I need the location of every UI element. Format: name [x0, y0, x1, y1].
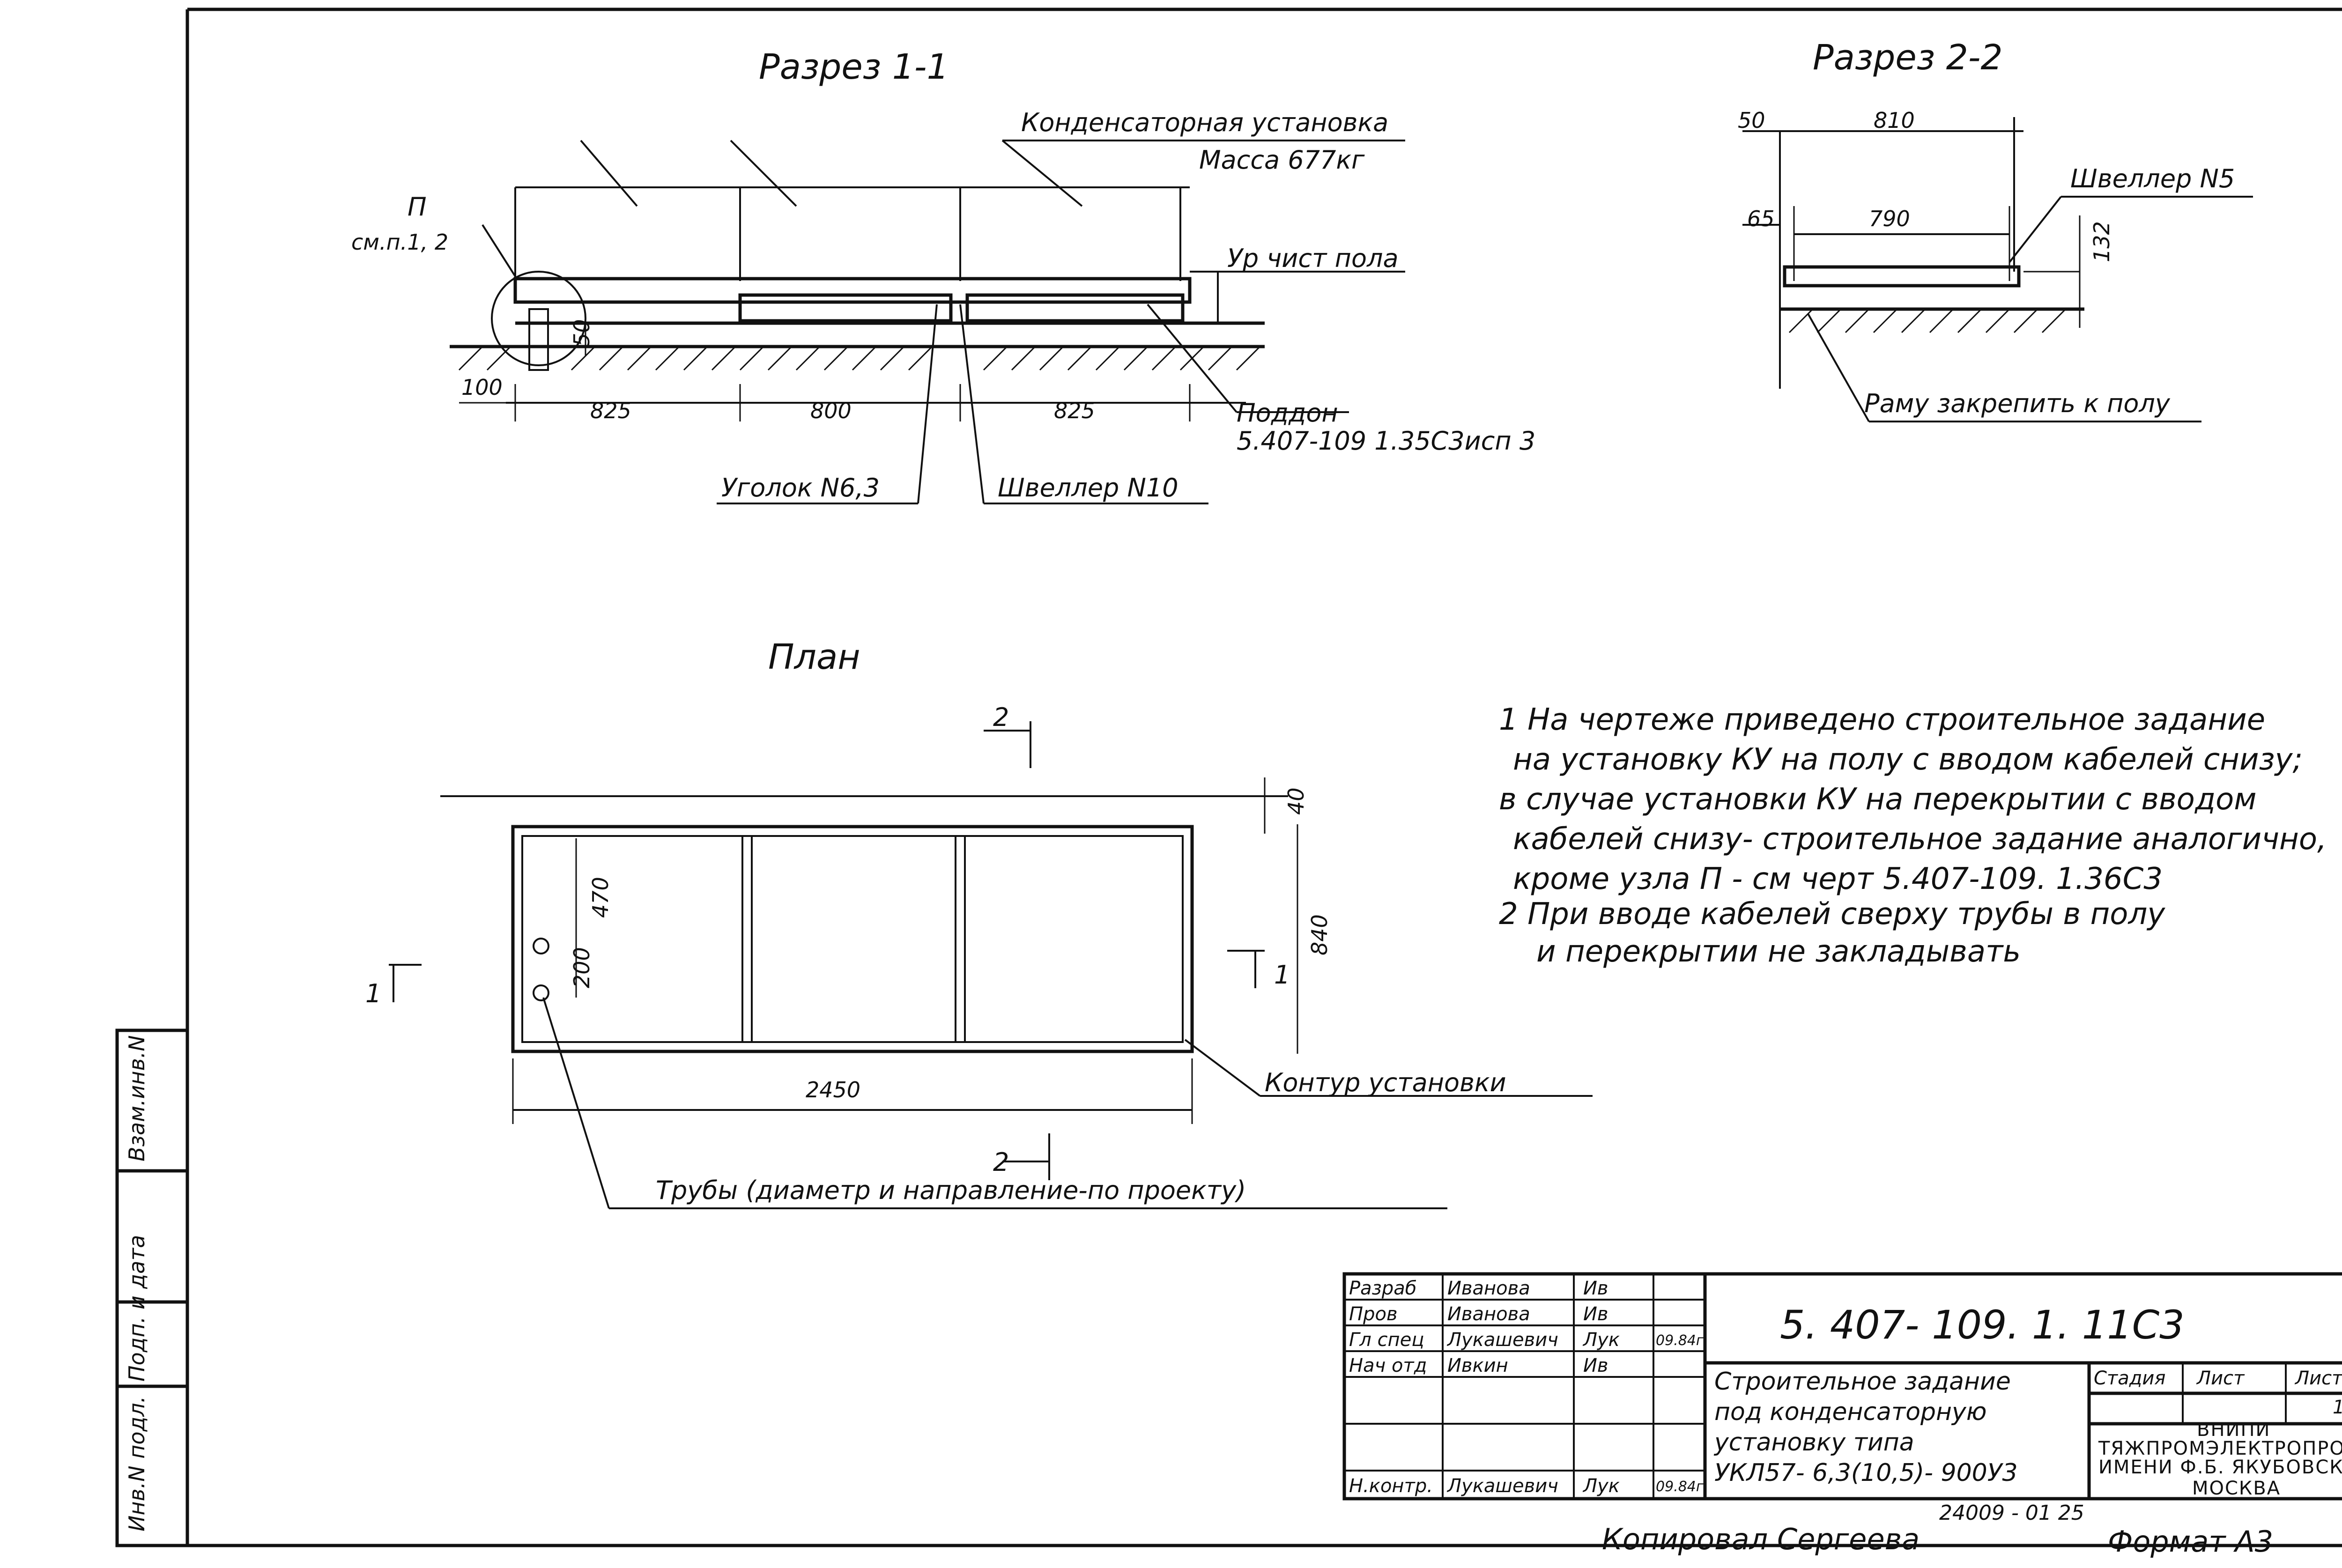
- tb-sign-4: Ив: [1583, 1355, 1608, 1376]
- dim-840: 840: [1307, 914, 1332, 955]
- tb-name-4: Ивкин: [1447, 1355, 1508, 1376]
- section-1-1-title: Разрез 1-1: [759, 47, 949, 87]
- unit-label: Конденсаторная установка: [1021, 108, 1389, 137]
- tb-sheet-label: Лист: [2197, 1368, 2245, 1389]
- note-line-3: в случае установки КУ на перекрытии с вв…: [1499, 782, 2257, 817]
- node-ref: см.п.1, 2: [351, 229, 449, 255]
- pipes-label: Трубы (диаметр и направление-по проекту): [656, 1176, 1246, 1205]
- dim-height-50: 50: [569, 319, 594, 347]
- dim-65: 65: [1747, 206, 1775, 231]
- dim-2450: 2450: [806, 1077, 861, 1102]
- org-4: МОСКВА: [2192, 1478, 2281, 1499]
- tb-role-1: Разраб: [1349, 1278, 1417, 1299]
- node-mark: П: [408, 192, 427, 222]
- stamp-inv-no: Инв.N подл.: [124, 1396, 149, 1531]
- tb-desc-4: УКЛ57- 6,3(10,5)- 900У3: [1714, 1459, 2018, 1487]
- dim-470: 470: [588, 877, 613, 918]
- tb-role-4: Нач отд: [1349, 1355, 1427, 1376]
- tb-sheets-value: 1: [2333, 1397, 2342, 1418]
- contour-label: Контур установки: [1265, 1068, 1506, 1097]
- unit-mass: Масса 677кг: [1199, 145, 1365, 175]
- note-line-7: и перекрытии не закладывать: [1536, 934, 2021, 969]
- dim-200: 200: [569, 947, 594, 988]
- channel-10-label: Швеллер N10: [998, 473, 1178, 503]
- tb-sign-5: Лук: [1583, 1475, 1620, 1497]
- tb-desc-1: Строительное задание: [1714, 1368, 2011, 1396]
- tb-role-3: Гл спец: [1349, 1329, 1424, 1351]
- cut-mark-2-top: 2: [993, 703, 1009, 732]
- tb-stage-label: Стадия: [2094, 1368, 2166, 1389]
- drawing-code: 5. 407- 109. 1. 11С3: [1780, 1302, 2185, 1348]
- note-line-6: 2 При вводе кабелей сверху трубы в полу: [1499, 897, 2165, 932]
- dim-810: 810: [1874, 108, 1915, 133]
- tb-name-2: Иванова: [1447, 1303, 1530, 1325]
- tb-desc-3: установку типа: [1714, 1428, 1914, 1457]
- plan-title: План: [768, 637, 860, 677]
- stamp-replace-inv: Взам.инв.N: [124, 1035, 149, 1161]
- cut-mark-1-left: 1: [365, 979, 382, 1008]
- dim-132: 132: [2089, 221, 2114, 262]
- dim-825-left: 825: [590, 398, 631, 423]
- tb-role-5: Н.контр.: [1349, 1475, 1433, 1497]
- angle-label: Уголок N6,3: [721, 473, 880, 503]
- tray-label: Поддон: [1237, 398, 1338, 428]
- org-3: ИМЕНИ Ф.Б. ЯКУБОВСКОГО: [2098, 1457, 2342, 1478]
- tb-role-2: Пров: [1349, 1303, 1398, 1325]
- archive-number: 24009 - 01 25: [1939, 1501, 2084, 1525]
- sheet-format: Формат А3: [2108, 1524, 2274, 1559]
- tb-sign-2: Ив: [1583, 1303, 1608, 1325]
- dim-40: 40: [1283, 787, 1309, 815]
- note-line-2: на установку КУ на полу с вводом кабелей…: [1513, 742, 2303, 777]
- dim-800: 800: [810, 398, 852, 423]
- tb-sheets-label: Листов: [2295, 1368, 2342, 1389]
- channel-5-label: Швеллер N5: [2070, 164, 2235, 193]
- note-line-5: кроме узла П - см черт 5.407-109. 1.36С3: [1513, 862, 2163, 896]
- floor-level-label: Ур чист пола: [1227, 244, 1399, 273]
- tray-ref: 5.407-109 1.35С3исп 3: [1237, 426, 1536, 456]
- cut-mark-2-bottom: 2: [993, 1147, 1009, 1177]
- dim-825-right: 825: [1054, 398, 1095, 423]
- tb-name-3: Лукашевич: [1447, 1329, 1558, 1351]
- tb-name-5: Лукашевич: [1447, 1475, 1558, 1497]
- section-2-2-title: Разрез 2-2: [1813, 37, 2003, 78]
- copied-by: Копировал Сергеева: [1602, 1522, 1920, 1556]
- note-line-4: кабелей снизу- строительное задание анал…: [1513, 822, 2327, 857]
- cut-mark-1-right: 1: [1274, 960, 1290, 990]
- fix-frame-label: Раму закрепить к полу: [1864, 389, 2170, 418]
- org-2: ТЯЖПРОМЭЛЕКТРОПРОЕКТ: [2098, 1438, 2342, 1459]
- tb-date-3: 09.84г: [1656, 1332, 1704, 1349]
- tb-sign-1: Ив: [1583, 1278, 1608, 1299]
- tb-date-5: 09.84г: [1656, 1479, 1704, 1495]
- tb-desc-2: под конденсаторную: [1714, 1398, 1987, 1426]
- stamp-sign-date: Подп. и дата: [124, 1235, 149, 1382]
- note-line-1: 1 На чертеже приведено строительное зада…: [1499, 703, 2266, 737]
- dim-offset-100: 100: [461, 375, 503, 400]
- org-1: ВНИПИ: [2197, 1419, 2271, 1441]
- tb-sign-3: Лук: [1583, 1329, 1620, 1351]
- dim-790: 790: [1869, 206, 1910, 231]
- tb-name-1: Иванова: [1447, 1278, 1530, 1299]
- dim-50: 50: [1738, 108, 1765, 133]
